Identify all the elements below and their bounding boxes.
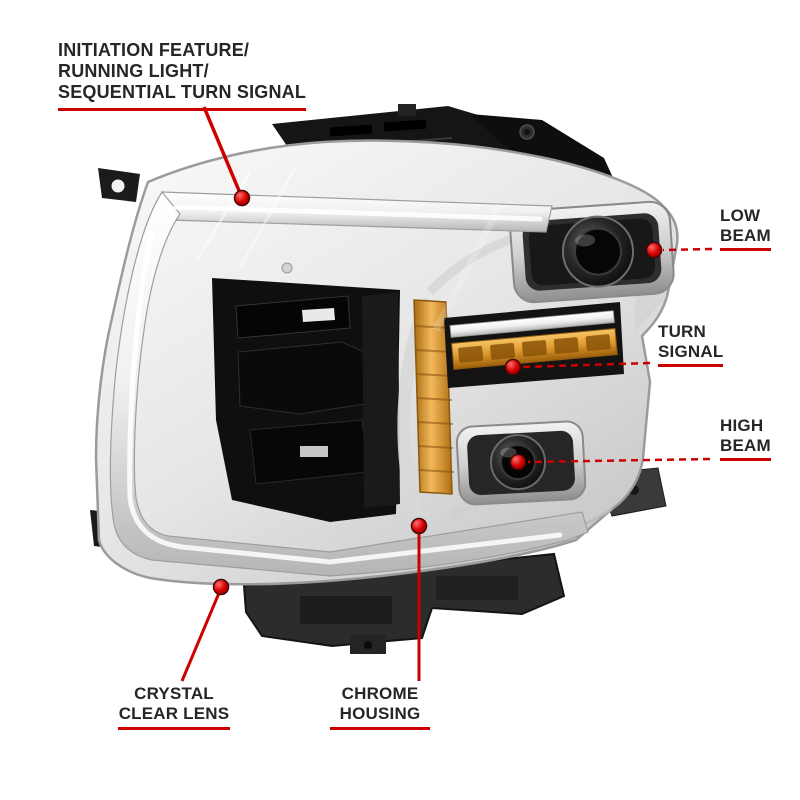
callout-text-line: RUNNING LIGHT/ xyxy=(58,60,209,81)
low-beam-leader-line xyxy=(662,247,713,252)
callout-text-line: CHROME xyxy=(341,684,419,703)
low-beam-projector xyxy=(509,200,675,304)
low-beam-marker-dot xyxy=(645,241,663,259)
high-beam-leader-line xyxy=(527,457,711,464)
callout-text-line: CRYSTAL xyxy=(134,684,214,703)
crystal-lens-marker-dot xyxy=(212,578,230,596)
callout-text-line: SEQUENTIAL TURN SIGNAL xyxy=(58,81,307,102)
callout-text-line: BEAM xyxy=(720,435,771,455)
housing-brackets xyxy=(212,278,400,522)
callout-high-beam: HIGH BEAM xyxy=(720,416,771,462)
callout-text-line: INITIATION FEATURE/ xyxy=(58,40,250,60)
amber-reflector xyxy=(413,299,455,495)
high-beam-marker-dot xyxy=(509,453,527,471)
callout-chrome-housing: CHROME HOUSING xyxy=(330,684,430,731)
callout-text-line: HOUSING xyxy=(339,703,421,723)
mounting-bracket xyxy=(242,467,667,654)
callout-crystal-clear-lens: CRYSTAL CLEAR LENS xyxy=(118,684,230,731)
callout-text-line: HIGH xyxy=(720,416,764,435)
turn-signal-marker-dot xyxy=(504,358,522,376)
crystal-lens-leader-line xyxy=(180,592,221,682)
chrome-housing-marker-dot xyxy=(410,517,428,535)
callout-text-line: TURN xyxy=(658,322,707,341)
callout-text-line: CLEAR LENS xyxy=(118,703,230,723)
initiation-marker-dot xyxy=(233,189,251,207)
lens-reflections xyxy=(194,165,504,332)
callout-initiation-feature: INITIATION FEATURE/ RUNNING LIGHT/ SEQUE… xyxy=(58,40,307,111)
callout-turn-signal: TURN SIGNAL xyxy=(658,322,724,368)
turn-signal-strip xyxy=(444,302,624,388)
callout-low-beam: LOW BEAM xyxy=(720,206,771,252)
turn-signal-leader-line xyxy=(522,361,651,369)
led-light-bar xyxy=(109,190,589,577)
callout-text-line: BEAM xyxy=(720,225,771,245)
callout-text-line: SIGNAL xyxy=(658,341,724,361)
callout-text-line: LOW xyxy=(720,206,761,225)
initiation-leader-line xyxy=(202,106,242,194)
